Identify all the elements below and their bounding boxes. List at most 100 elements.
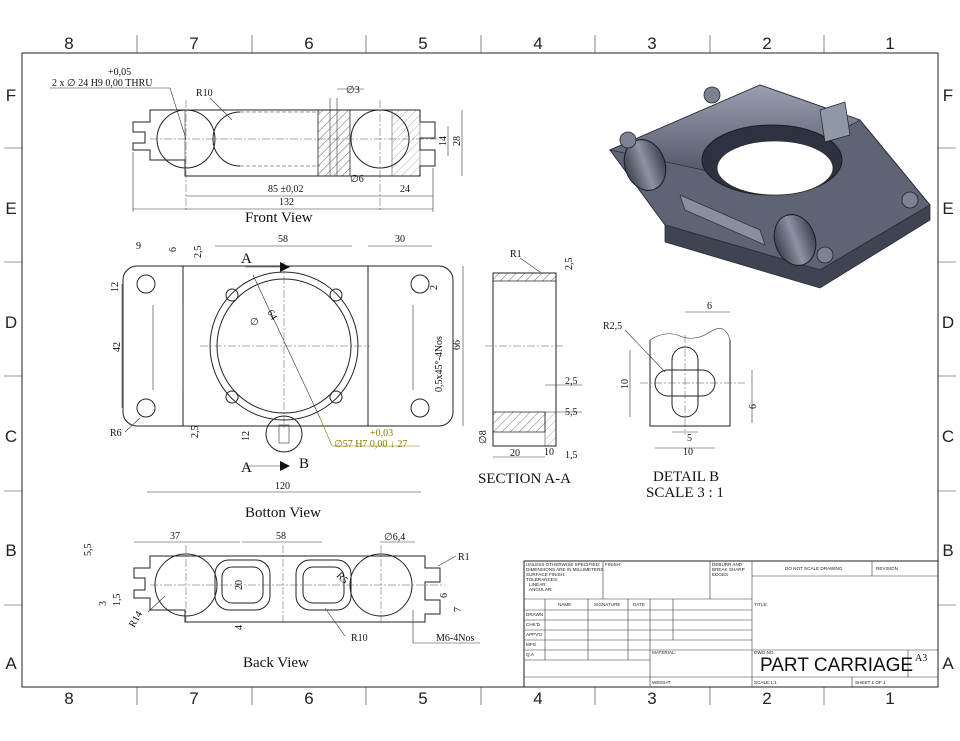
zone-col-7: 7 (189, 34, 198, 53)
zone-col-1: 1 (885, 34, 894, 53)
tb-material: MATERIAL: (652, 650, 676, 655)
tb-deburr-1: DEBURR AND (712, 562, 743, 567)
tb-do-not-scale: DO NOT SCALE DRAWING (785, 566, 843, 571)
hole-note-tol: +0,05 (108, 67, 131, 78)
dim-85: 85 ±0,02 (268, 184, 304, 195)
dim-2: 2 (429, 285, 440, 290)
tb-col-date: DATE (633, 602, 645, 607)
section-dim-2-5: 2,5 (565, 376, 578, 387)
tb-part-name: PART CARRIAGE (760, 655, 913, 676)
detail-title: DETAIL B (653, 469, 719, 485)
tb-row-mfg: MFG (526, 642, 537, 647)
front-view: +0,05 2 x ∅ 24 H9 0,00 THRU R10 ∅3 ∅6 85… (50, 67, 463, 226)
zone-row-b: B (942, 541, 953, 560)
dim-9: 9 (136, 241, 141, 252)
section-r1: R1 (510, 249, 522, 260)
dim-r6: R6 (110, 428, 122, 439)
tb-notes-6: ANGULAR: (529, 587, 553, 592)
tb-row-appvd: APPV'D (526, 632, 543, 637)
back-dim-6: 6 (439, 593, 450, 598)
dim-14: 14 (438, 136, 449, 146)
dim-42: 42 (112, 342, 123, 352)
zone-row-a: A (942, 654, 954, 673)
dim-d3: ∅3 (346, 85, 360, 96)
back-r14: R14 (127, 610, 145, 630)
tb-weight: WEIGHT: (652, 680, 671, 685)
zone-labels-right: F E D C B A (942, 86, 954, 673)
section-dim-20: 20 (510, 448, 520, 459)
tb-deburr-2: BREAK SHARP (712, 567, 745, 572)
title-block: UNLESS OTHERWISE SPECIFIED: DIMENSIONS A… (523, 560, 939, 688)
back-dim-3: 3 (98, 601, 109, 606)
tb-finish: FINISH: (605, 562, 621, 567)
back-r10: R10 (351, 633, 368, 644)
zone-col-7: 7 (189, 689, 198, 708)
detail-dim-10-v: 10 (620, 379, 631, 389)
dim-24: 24 (400, 184, 410, 195)
back-dim-1-5: 1,5 (112, 594, 123, 607)
tb-notes-2: DIMENSIONS ARE IN MILLIMETERS (526, 567, 603, 572)
zone-col-5: 5 (418, 34, 427, 53)
detail-b-callout: B (299, 456, 309, 472)
back-view-title: Back View (243, 655, 309, 671)
back-r5: R5 (334, 570, 350, 586)
chamfer-note: 0,5x45°-4Nos (434, 336, 445, 392)
zone-col-8: 8 (64, 689, 73, 708)
back-dim-7: 7 (453, 607, 464, 612)
tb-scale: SCALE:1:1 (754, 680, 777, 685)
zone-col-8: 8 (64, 34, 73, 53)
zone-col-5: 5 (418, 689, 427, 708)
back-d6-4: ∅6,4 (384, 532, 405, 543)
tb-row-drawn: DRAWN (526, 612, 543, 617)
back-dim-58: 58 (276, 531, 286, 542)
bottom-view-title: Botton View (245, 505, 321, 521)
zone-labels-bottom: 8 7 6 5 4 3 2 1 (64, 689, 894, 708)
zone-col-2: 2 (762, 689, 771, 708)
zone-row-d: D (5, 313, 17, 332)
bottom-view: 58 30 9 6 2,5 12 42 R6 2,5 12 64 ∅ 2 66 … (110, 234, 464, 521)
dim-d6: ∅6 (350, 174, 364, 185)
tb-size: A3 (915, 653, 927, 664)
zone-col-2: 2 (762, 34, 771, 53)
bore-note: ∅57 H7 0,00 ↓ 27 (334, 439, 407, 450)
tb-title-label: TITLE: (754, 602, 768, 607)
zone-row-b: B (5, 541, 16, 560)
section-dim-d8: ∅8 (478, 430, 489, 444)
zone-col-6: 6 (304, 689, 313, 708)
detail-dim-6-v: 6 (748, 404, 759, 409)
back-r1: R1 (458, 552, 470, 563)
dim-66: 66 (452, 340, 463, 350)
detail-b: 6 R2,5 10 6 5 10 DETAIL B SCALE 3 : 1 (603, 301, 759, 501)
detail-scale: SCALE 3 : 1 (646, 485, 724, 501)
zone-row-c: C (5, 427, 17, 446)
zone-labels-top: 8 7 6 5 4 3 2 1 (64, 34, 894, 53)
dim-120: 120 (275, 481, 290, 492)
zone-col-3: 3 (647, 34, 656, 53)
dim-58: 58 (278, 234, 288, 245)
tb-row-chkd: CHK'D (526, 622, 541, 627)
back-dim-37: 37 (170, 531, 180, 542)
dim-6: 6 (168, 247, 179, 252)
zone-col-3: 3 (647, 689, 656, 708)
zone-col-4: 4 (533, 34, 542, 53)
tb-notes-4: TOLERANCES: (526, 577, 558, 582)
tb-deburr-3: EDGES (712, 572, 728, 577)
tb-dwg-no: DWG NO. (754, 650, 775, 655)
section-a-top: A (241, 251, 252, 267)
back-dim-4: 4 (234, 625, 245, 630)
hole-note: 2 x ∅ 24 H9 0,00 THRU (52, 78, 153, 89)
zone-col-6: 6 (304, 34, 313, 53)
dim-12-top: 12 (110, 282, 121, 292)
dim-132: 132 (279, 197, 294, 208)
section-a-a: R1 2,5 2,5 5,5 1,5 20 10 ∅8 SECTION A-A (478, 249, 582, 487)
section-dim-5-5: 5,5 (565, 407, 578, 418)
zone-col-4: 4 (533, 689, 542, 708)
section-a-bottom: A (241, 460, 252, 476)
zone-col-1: 1 (885, 689, 894, 708)
bore-tolerance: +0,03 (370, 428, 393, 439)
dim-2-5-top: 2,5 (193, 246, 204, 259)
back-dim-5-5: 5,5 (83, 544, 94, 557)
tb-notes-3: SURFACE FINISH: (526, 572, 565, 577)
dim-30: 30 (395, 234, 405, 245)
